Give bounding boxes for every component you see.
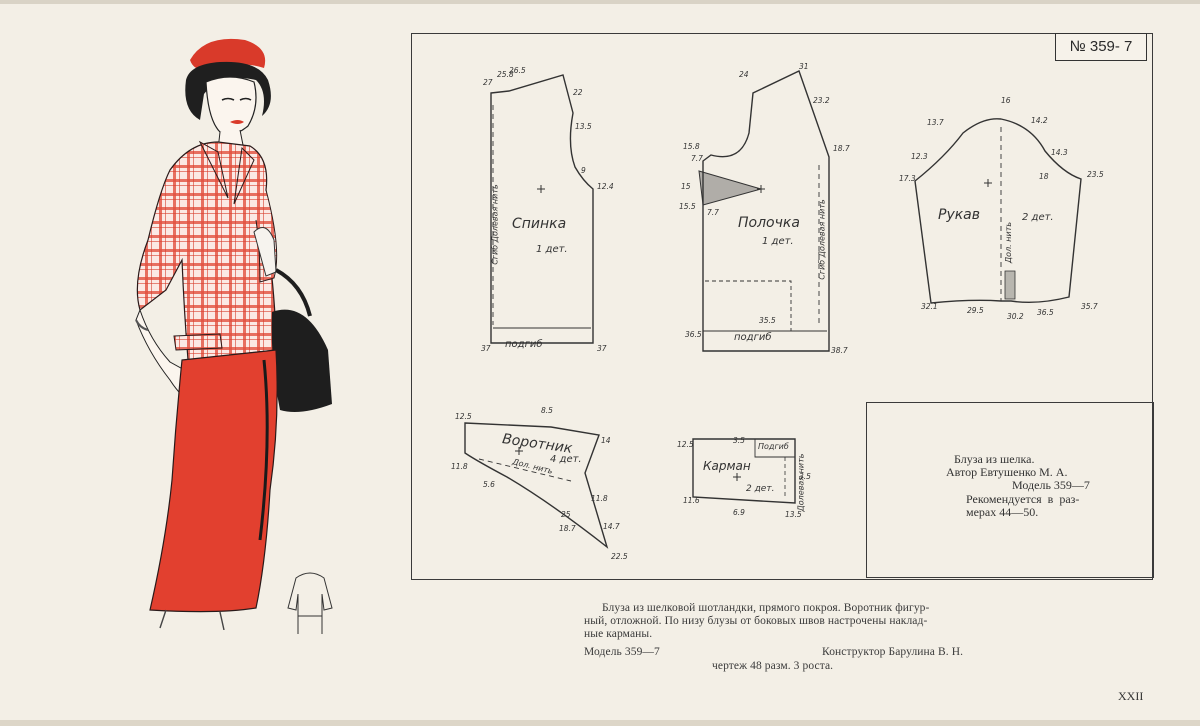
- svg-text:13.5: 13.5: [575, 122, 592, 131]
- info-author: Автор Евтушенко М. А.: [946, 465, 1068, 479]
- front-piece-title: Полочка: [738, 215, 800, 231]
- caption-line-3: ные карманы.: [584, 628, 653, 640]
- svg-text:5.6: 5.6: [483, 480, 495, 489]
- red-skirt: [149, 349, 278, 613]
- caption-line-1: Блуза из шелковой шотландки, прямого пок…: [602, 602, 930, 614]
- svg-text:8.5: 8.5: [541, 406, 553, 415]
- back-grain-label: Сгиб Долевая нить: [490, 184, 500, 265]
- sleeve-grain-label: Дол. нить: [1004, 221, 1014, 264]
- svg-text:9: 9: [581, 166, 586, 175]
- pattern-frame: [411, 33, 1153, 580]
- svg-text:11.6: 11.6: [683, 496, 700, 505]
- plaid-blouse: [136, 141, 277, 361]
- svg-text:24: 24: [739, 70, 749, 79]
- svg-text:18.7: 18.7: [559, 524, 576, 533]
- beret: [190, 38, 266, 71]
- info-model: Модель 359—7: [1012, 478, 1090, 492]
- svg-text:3.5: 3.5: [799, 472, 811, 481]
- svg-text:18: 18: [1039, 172, 1049, 181]
- pocket-outline: [692, 438, 796, 504]
- sleeve-outline: [914, 118, 1082, 304]
- svg-text:11.8: 11.8: [591, 494, 608, 503]
- svg-text:16: 16: [1001, 96, 1011, 105]
- pocket-grain-label: Долевая нить: [796, 453, 806, 512]
- svg-text:14: 14: [601, 436, 611, 445]
- svg-text:35.7: 35.7: [1081, 302, 1098, 311]
- svg-text:23.5: 23.5: [1087, 170, 1104, 179]
- pattern-drawing: 27 25.826.5 22 13.5 9 12.4 37 37 15.8 7.7 15 15…: [451, 62, 1104, 561]
- pocket-piece-title: Карман: [703, 459, 751, 473]
- svg-text:13.5: 13.5: [785, 510, 802, 519]
- sleeve-piece-title: Рукав: [938, 207, 981, 223]
- info-recommendation: Рекомендуется в раз-: [966, 492, 1080, 506]
- svg-text:38.7: 38.7: [831, 346, 848, 355]
- svg-text:30.2: 30.2: [1007, 312, 1024, 321]
- svg-text:37: 37: [597, 344, 607, 353]
- svg-text:35.5: 35.5: [759, 316, 776, 325]
- svg-text:37: 37: [481, 344, 491, 353]
- svg-text:27: 27: [483, 78, 493, 87]
- svg-text:12.5: 12.5: [455, 412, 472, 421]
- svg-text:7.7: 7.7: [691, 154, 703, 163]
- front-piece-count: 1 дет.: [762, 236, 794, 247]
- back-piece-outline: [490, 74, 594, 344]
- svg-text:15.5: 15.5: [679, 202, 696, 211]
- info-title: Блуза из шелка.: [954, 452, 1035, 466]
- caption-line-2: ный, отложной. По низу блузы от боковых …: [584, 615, 928, 627]
- svg-text:36.5: 36.5: [1037, 308, 1054, 317]
- svg-text:14.7: 14.7: [603, 522, 620, 531]
- page-bottom-edge: [0, 720, 1200, 726]
- caption-drawing: чертеж 48 разм. 3 роста.: [712, 660, 834, 672]
- svg-text:32.1: 32.1: [921, 302, 938, 311]
- svg-text:25: 25: [561, 510, 571, 519]
- svg-text:18.7: 18.7: [833, 144, 850, 153]
- front-hem-label: подгиб: [734, 332, 772, 343]
- svg-text:12.4: 12.4: [597, 182, 614, 191]
- face: [205, 76, 257, 135]
- svg-text:22.5: 22.5: [611, 552, 628, 561]
- model-number-box: № 359- 7: [1055, 33, 1147, 61]
- gloves: [253, 227, 277, 277]
- back-view-thumbnail: [287, 572, 333, 634]
- front-grain-label: Сгиб Долевая нить: [817, 199, 827, 280]
- handbag: [271, 309, 332, 412]
- svg-text:12.5: 12.5: [677, 440, 694, 449]
- svg-text:14.3: 14.3: [1051, 148, 1068, 157]
- front-dart: [698, 170, 763, 206]
- fashion-illustration: [135, 38, 332, 630]
- svg-text:26.5: 26.5: [509, 66, 526, 75]
- svg-text:6.9: 6.9: [733, 508, 745, 517]
- collar-piece-count: 4 дет.: [550, 454, 582, 465]
- collar-outline: [464, 422, 609, 549]
- svg-text:13.7: 13.7: [927, 118, 944, 127]
- page-top-edge: [0, 0, 1200, 4]
- sleeve-piece-count: 2 дет.: [1022, 212, 1054, 223]
- svg-text:23.2: 23.2: [813, 96, 830, 105]
- svg-text:25.8: 25.8: [497, 70, 514, 79]
- pocket-piece-count: 2 дет.: [746, 484, 775, 494]
- back-hem-label: подгиб: [505, 339, 543, 350]
- svg-text:15.8: 15.8: [683, 142, 700, 151]
- svg-text:7.7: 7.7: [707, 208, 719, 217]
- back-piece-title: Спинка: [512, 216, 567, 232]
- info-sizes: мерах 44—50.: [966, 505, 1039, 519]
- svg-text:17.3: 17.3: [899, 174, 916, 183]
- page-number: XXII: [1118, 689, 1144, 703]
- caption-model: Модель 359—7: [584, 646, 660, 658]
- svg-text:22: 22: [573, 88, 583, 97]
- svg-text:36.5: 36.5: [685, 330, 702, 339]
- svg-text:14.2: 14.2: [1031, 116, 1048, 125]
- caption-constructor: Конструктор Барулина В. Н.: [822, 646, 964, 658]
- svg-text:29.5: 29.5: [967, 306, 984, 315]
- model-info-box: [866, 402, 1154, 578]
- svg-text:15: 15: [681, 182, 691, 191]
- front-piece-outline: [702, 70, 830, 352]
- svg-text:11.8: 11.8: [451, 462, 468, 471]
- pocket-hem-label: Подгиб: [758, 442, 789, 451]
- svg-text:31: 31: [799, 62, 809, 71]
- svg-text:3.5: 3.5: [733, 436, 745, 445]
- back-piece-count: 1 дет.: [536, 244, 568, 255]
- svg-text:12.3: 12.3: [911, 152, 928, 161]
